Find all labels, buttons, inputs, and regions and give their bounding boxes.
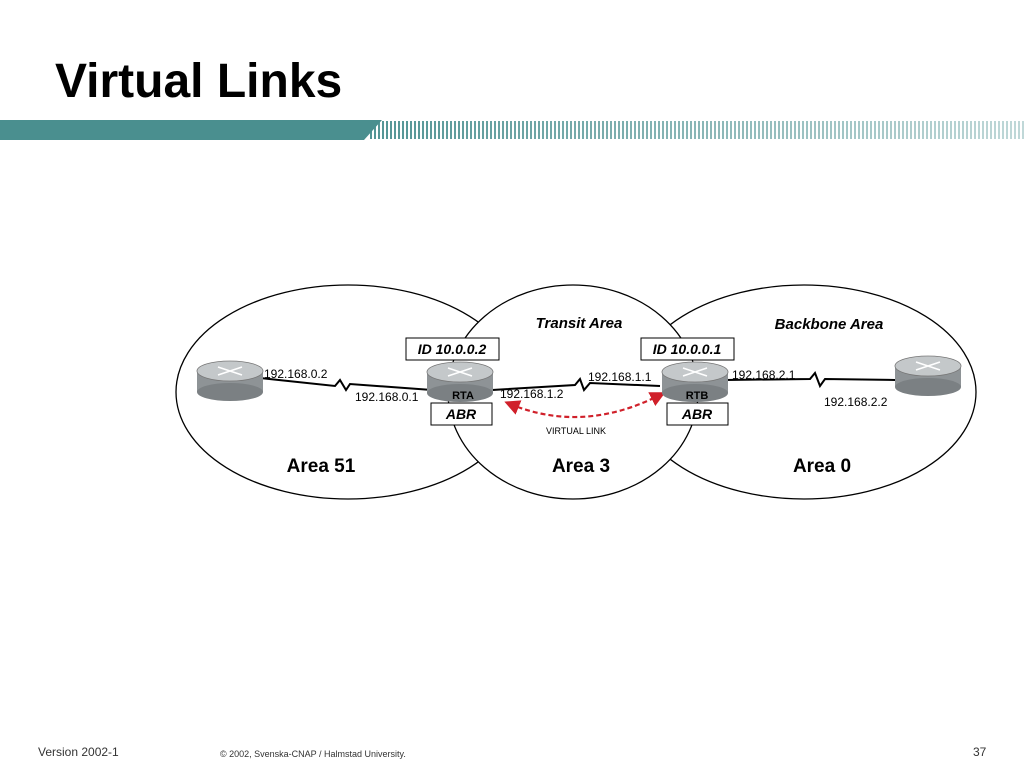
footer-copyright: © 2002, Svenska-CNAP / Halmstad Universi… bbox=[220, 749, 406, 759]
rta-abr-label: ABR bbox=[445, 406, 477, 422]
rtb-left-ip: 192.168.1.1 bbox=[588, 370, 652, 384]
rta-right-ip: 192.168.1.2 bbox=[500, 387, 564, 401]
left-router-icon bbox=[196, 360, 264, 401]
virtual-link-label: VIRTUAL LINK bbox=[546, 426, 606, 436]
left-router-ip: 192.168.0.2 bbox=[264, 367, 328, 381]
transit-area-title: Transit Area bbox=[536, 315, 623, 332]
right-router-ip: 192.168.2.2 bbox=[824, 395, 888, 409]
rtb-name-label: RTB bbox=[686, 390, 709, 402]
rtb-router-icon bbox=[661, 361, 729, 402]
rtb-right-ip: 192.168.2.1 bbox=[732, 368, 796, 382]
rtb-abr-label: ABR bbox=[681, 406, 713, 422]
rta-id-box bbox=[405, 337, 500, 361]
rta-router-icon bbox=[426, 361, 494, 402]
area-0-label: Area 0 bbox=[793, 456, 851, 477]
rta-left-ip: 192.168.0.1 bbox=[355, 390, 419, 404]
rta-name-label: RTA bbox=[452, 390, 474, 402]
area-3-label: Area 3 bbox=[552, 456, 610, 477]
serial-link-right bbox=[724, 371, 896, 389]
area-51-label: Area 51 bbox=[287, 456, 356, 477]
serial-link-center bbox=[491, 377, 661, 392]
title-decoration-bar bbox=[0, 120, 1024, 140]
backbone-area-title: Backbone Area bbox=[775, 316, 884, 333]
slide-title: Virtual Links bbox=[55, 55, 343, 108]
serial-link-left bbox=[259, 377, 433, 392]
rta-abr-box bbox=[430, 402, 493, 426]
footer-version: Version 2002-1 bbox=[38, 745, 119, 759]
ospf-virtual-link-diagram: RTA RTB ID 10.0.0.2 ID 10.0.0.1 ABR ABR … bbox=[175, 284, 977, 500]
right-router-icon bbox=[894, 355, 962, 396]
rtb-id-label: ID 10.0.0.1 bbox=[653, 341, 722, 357]
rta-id-label: ID 10.0.0.2 bbox=[418, 341, 487, 357]
virtual-link-arrow bbox=[504, 392, 666, 419]
rtb-id-box bbox=[640, 337, 735, 361]
rtb-abr-box bbox=[666, 402, 729, 426]
footer-page-number: 37 bbox=[973, 745, 987, 759]
